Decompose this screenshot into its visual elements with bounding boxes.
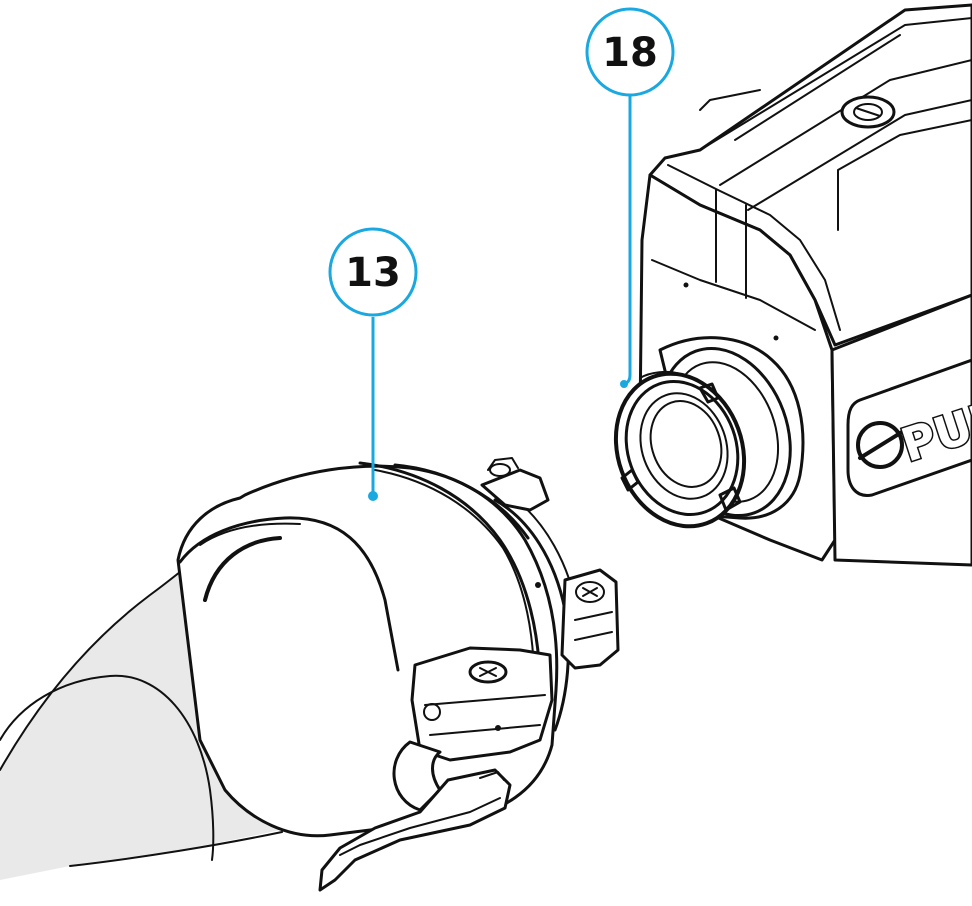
upper-clamp bbox=[480, 457, 550, 512]
callout-18-leader bbox=[623, 95, 632, 386]
quick-release-lever bbox=[318, 740, 512, 892]
callout-18-circle bbox=[585, 7, 675, 97]
device-lens-mount bbox=[613, 370, 747, 529]
callout-13: 13 bbox=[328, 227, 418, 501]
callout-18-number: 18 bbox=[602, 30, 658, 76]
imaging-device: PUL bbox=[613, 3, 972, 567]
callout-13-number: 13 bbox=[345, 250, 401, 296]
side-screw-block bbox=[535, 568, 620, 670]
callout-13-anchor bbox=[368, 491, 378, 501]
callout-13-circle bbox=[328, 227, 418, 317]
lower-clamp bbox=[410, 646, 554, 762]
callout-18-anchor bbox=[620, 380, 628, 388]
scope-adapter bbox=[176, 457, 620, 892]
callout-18: 18 bbox=[585, 7, 675, 388]
